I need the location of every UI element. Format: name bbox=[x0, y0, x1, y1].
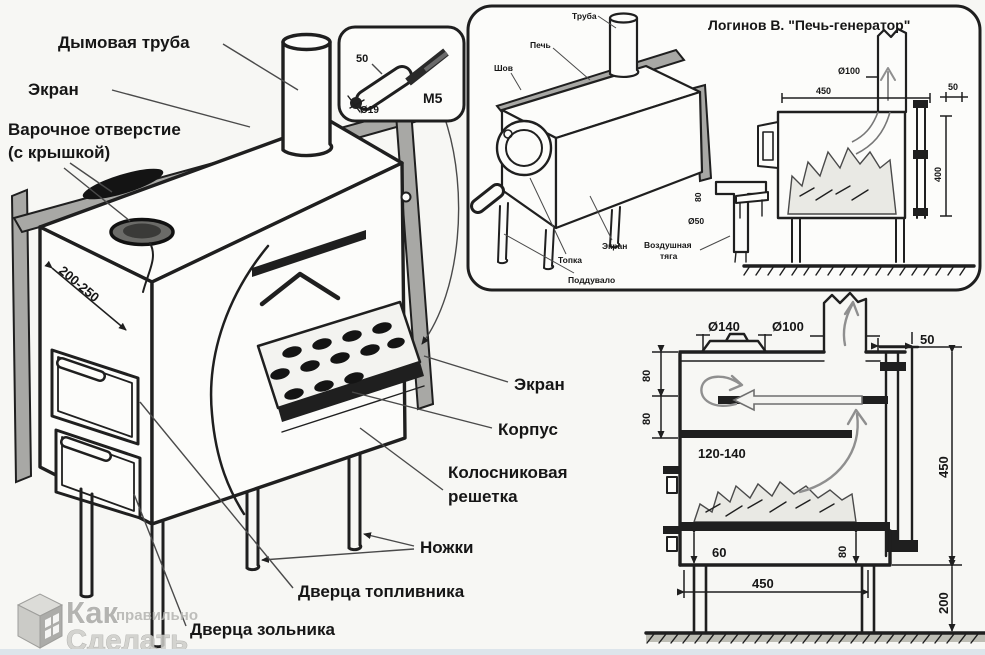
dim-h200: 200 bbox=[936, 592, 951, 614]
left-screen-strip bbox=[10, 188, 33, 484]
label-grate-2: решетка bbox=[448, 487, 518, 506]
bottom-edge-strip bbox=[0, 649, 985, 655]
main-labels: Дымовая труба Экран Варочное отверстие (… bbox=[8, 33, 568, 639]
dim-80b: 80 bbox=[641, 413, 653, 425]
hole-lid bbox=[82, 168, 164, 200]
firebox-door bbox=[50, 348, 140, 446]
inset-dim-50: 50 bbox=[948, 82, 958, 92]
section-firewood bbox=[693, 480, 857, 523]
inset-label-air-1: Воздушная bbox=[644, 240, 692, 250]
section-dimensions: Ø140 Ø100 50 80 80 120-140 450 60 80 450… bbox=[641, 319, 962, 632]
inset-dim-80: 80 bbox=[693, 192, 703, 202]
dim-dia140: Ø140 bbox=[708, 319, 740, 334]
label-cook-hole-2: (с крышкой) bbox=[8, 143, 110, 162]
label-legs: Ножки bbox=[420, 538, 473, 557]
main-stove-drawing: 200-250 bbox=[10, 32, 460, 649]
label-screen-right: Экран bbox=[514, 375, 565, 394]
cooking-hole-inner bbox=[123, 223, 161, 239]
label-body: Корпус bbox=[498, 420, 558, 439]
hole-poker bbox=[142, 242, 154, 293]
dim-range: 120-140 bbox=[698, 446, 746, 461]
screen-bolt bbox=[400, 191, 412, 203]
watermark-word-1: Как bbox=[66, 595, 119, 630]
inset-label-stove: Печь bbox=[530, 40, 551, 50]
inset-label-seam: Шов bbox=[494, 63, 513, 73]
inset-dim-dia50: Ø50 bbox=[688, 216, 704, 226]
inset-section: Ø100 450 50 400 Ø50 80 bbox=[688, 27, 976, 276]
label-chimney: Дымовая труба bbox=[58, 33, 190, 52]
cutaway-interior bbox=[209, 230, 425, 516]
detail-reference-curve bbox=[421, 121, 460, 345]
section-drawing: Ø140 Ø100 50 80 80 120-140 450 60 80 450… bbox=[641, 291, 985, 644]
label-ash-door: Дверца зольника bbox=[190, 620, 335, 639]
watermark-logo-icon bbox=[16, 593, 64, 649]
inset-dim-450: 450 bbox=[816, 86, 831, 96]
detail-dim-50: 50 bbox=[356, 53, 368, 65]
inset-label-screen: Экран bbox=[602, 241, 627, 251]
inset-labels: Труба Печь Шов Экран Топка Поддувало Воз… bbox=[494, 11, 731, 285]
inset-iso-stove bbox=[470, 12, 713, 271]
dim-gap50: 50 bbox=[920, 332, 934, 347]
dim-dia100: Ø100 bbox=[772, 319, 804, 334]
watermark-word-2: правильно bbox=[116, 607, 198, 624]
inset-dim-dia100: Ø100 bbox=[838, 66, 860, 76]
dim-w450: 450 bbox=[752, 576, 774, 591]
label-grate-1: Колосниковая bbox=[448, 463, 568, 482]
label-screen-top: Экран bbox=[28, 80, 79, 99]
ash-door bbox=[54, 428, 142, 520]
inset-label-pipe: Труба bbox=[572, 11, 597, 21]
bolt-detail-box: 50 Ø19 M5 bbox=[337, 25, 466, 123]
detail-dia: Ø19 bbox=[360, 105, 379, 116]
label-cook-hole-1: Варочное отверстие bbox=[8, 120, 181, 139]
inset-panel: Логинов В. "Печь-генератор" bbox=[466, 4, 982, 292]
inset-firewood bbox=[787, 146, 897, 215]
dim-80a: 80 bbox=[641, 370, 653, 382]
watermark: Как правильно Сделать bbox=[16, 593, 198, 655]
stove-legs bbox=[79, 451, 363, 649]
label-firebox-door: Дверца топливника bbox=[298, 582, 465, 601]
inset-label-air-2: тяга bbox=[660, 251, 678, 261]
dim-80c: 80 bbox=[837, 546, 849, 558]
gas-flow-arrows bbox=[700, 300, 868, 494]
dim-60: 60 bbox=[712, 545, 726, 560]
dim-h450: 450 bbox=[936, 456, 951, 478]
inset-label-ashpit: Поддувало bbox=[568, 275, 615, 285]
detail-thread: M5 bbox=[423, 90, 443, 106]
inset-title: Логинов В. "Печь-генератор" bbox=[708, 17, 910, 33]
grate-holes bbox=[270, 322, 405, 400]
inset-label-firebox: Топка bbox=[558, 255, 582, 265]
chimney-pipe bbox=[281, 32, 334, 158]
inset-dim-400: 400 bbox=[933, 167, 943, 182]
